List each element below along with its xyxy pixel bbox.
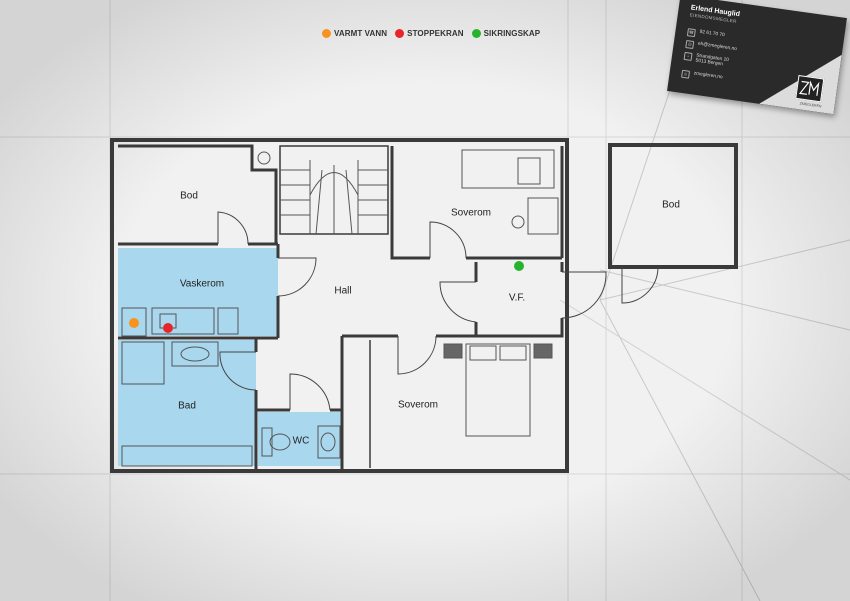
doors — [217, 211, 659, 411]
varmt-vann-marker — [129, 318, 139, 328]
email-icon: @ — [685, 40, 695, 50]
room-label-bad: Bad — [178, 400, 196, 412]
walls — [110, 138, 738, 473]
room-label-wc: WC — [292, 435, 310, 447]
room-label-bod-left: Bod — [180, 190, 198, 202]
card-email: eh@zmegleren.no — [697, 41, 738, 53]
room-label-vf: V.F. — [508, 292, 526, 304]
business-card: Erlend Hauglid EIENDOMSMEGLER ☎ 92 61 70… — [667, 0, 847, 115]
card-phone: 92 61 70 70 — [699, 29, 725, 39]
fixtures — [121, 149, 559, 467]
legend-label: VARMT VANN — [334, 29, 388, 38]
card-phone-line: ☎ 92 61 70 70 — [686, 28, 725, 41]
green-dot-icon — [471, 29, 481, 38]
card-website: zmegleren.no — [693, 71, 723, 81]
room-label-soverom-bottom: Soverom — [397, 399, 439, 411]
card-address-line: • Strandgaten 10 5013 Bergen — [683, 51, 729, 68]
stoppekran-marker — [163, 323, 173, 333]
staircase — [280, 160, 388, 235]
room-label-bod-right: Bod — [662, 199, 680, 211]
legend-item-stoppekran: STOPPEKRAN — [395, 29, 463, 38]
room-label-vaskerom: Vaskerom — [179, 278, 225, 290]
legend-item-varmt-vann: VARMT VANN — [322, 29, 387, 38]
globe-icon: ◎ — [681, 69, 691, 79]
legend-label: SIKRINGSKAP — [483, 29, 541, 38]
location-pin-icon: • — [683, 51, 693, 61]
red-dot-icon — [395, 29, 405, 38]
room-label-soverom-top: Soverom — [450, 207, 492, 219]
orange-dot-icon — [322, 29, 331, 38]
phone-icon: ☎ — [686, 28, 696, 38]
legend-label: STOPPEKRAN — [407, 29, 464, 38]
legend-item-sikringskap: SIKRINGSKAP — [471, 29, 541, 38]
card-address: Strandgaten 10 5013 Bergen — [695, 54, 729, 68]
sikringskap-marker — [514, 261, 524, 271]
vaskerom-fill — [118, 248, 278, 336]
room-label-hall: Hall — [334, 285, 352, 297]
card-web-line: ◎ zmegleren.no — [681, 69, 723, 84]
bad-fill — [118, 340, 256, 466]
legend: VARMT VANN STOPPEKRAN SIKRINGSKAP — [322, 29, 542, 38]
zmegleren-logo-icon — [795, 74, 825, 103]
